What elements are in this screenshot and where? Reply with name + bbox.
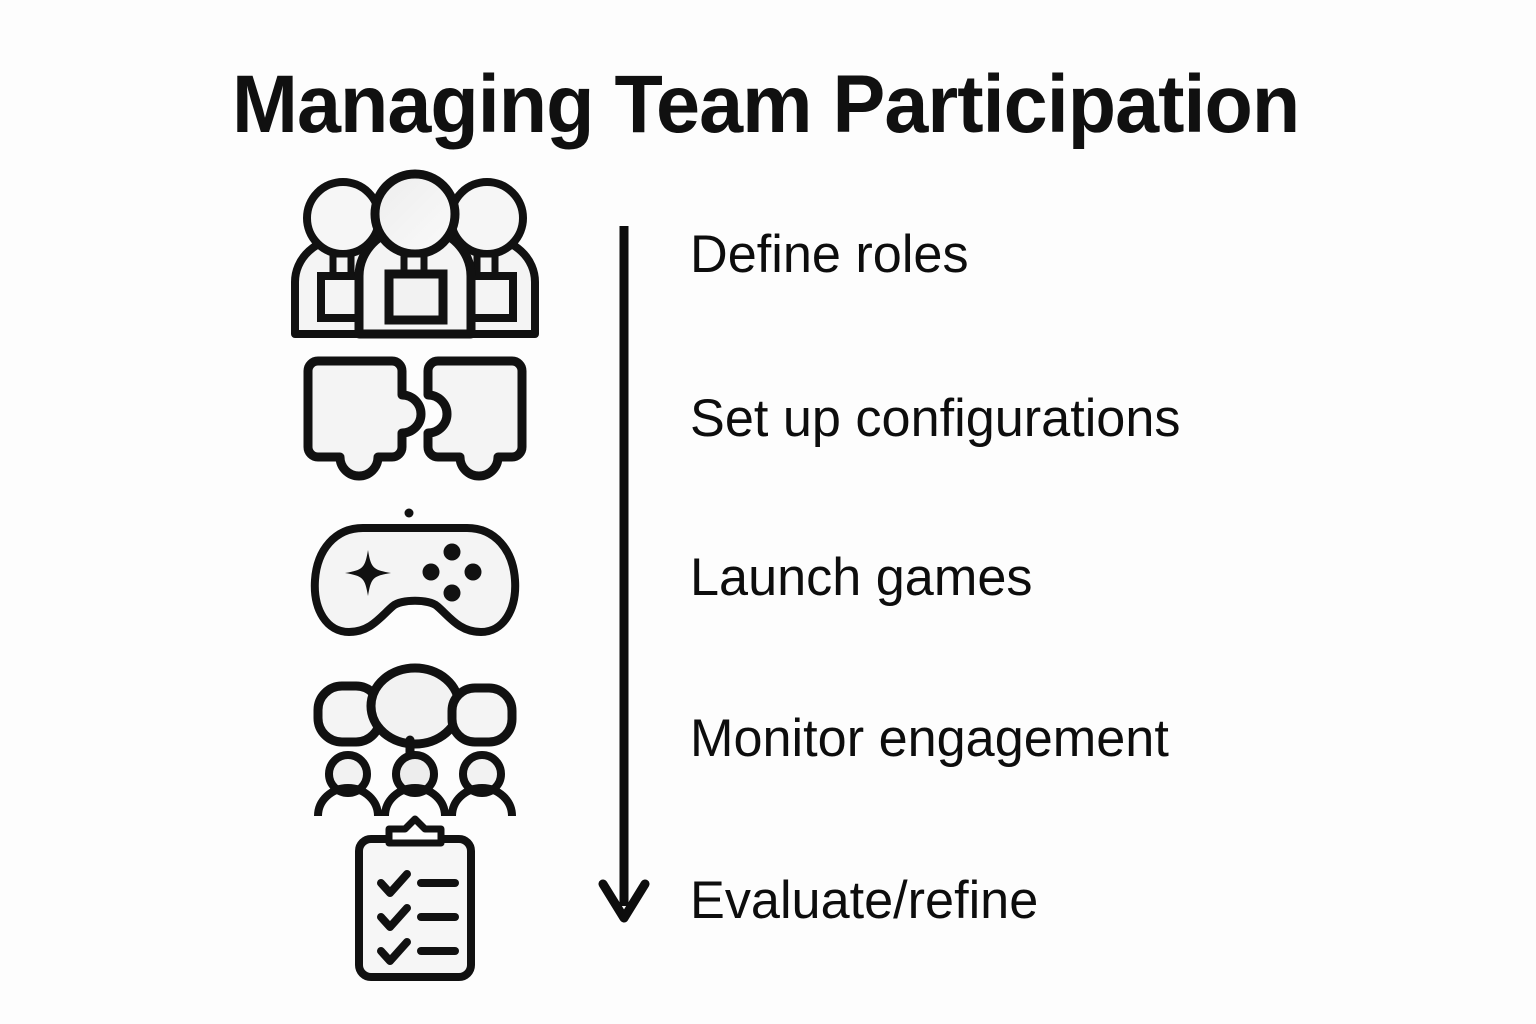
- process-step-2-label: Set up configurations: [690, 389, 1181, 448]
- people-speech-bubbles-icon: [280, 662, 550, 817]
- process-step-5-label: Evaluate/refine: [690, 871, 1039, 930]
- puzzle-pieces-icon: [280, 351, 550, 487]
- page-title: Managing Team Participation: [232, 59, 1300, 150]
- process-step-4-label: Monitor engagement: [690, 709, 1169, 768]
- process-step-1-label: Define roles: [690, 225, 969, 284]
- clipboard-checklist-icon: [280, 815, 550, 981]
- gamepad-icon: [280, 506, 550, 650]
- team-group-icon: [280, 169, 550, 339]
- downward-process-arrow: [596, 212, 656, 936]
- process-step-3-label: Launch games: [690, 548, 1033, 607]
